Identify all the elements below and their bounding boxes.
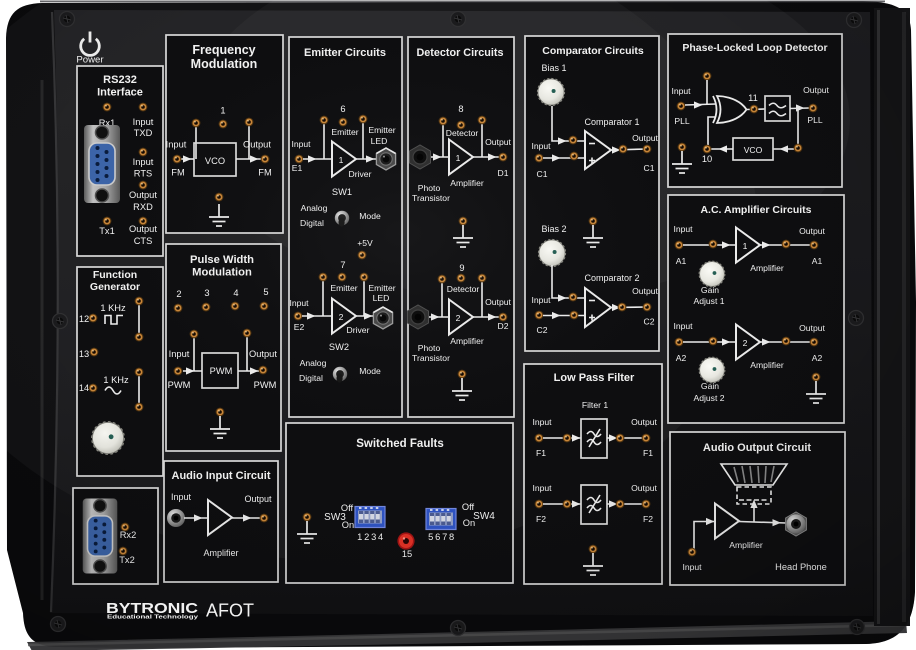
svg-text:AFOT: AFOT	[206, 601, 254, 621]
svg-text:Educational Technology: Educational Technology	[107, 615, 199, 621]
svg-text:BYTRONIC: BYTRONIC	[106, 600, 198, 617]
